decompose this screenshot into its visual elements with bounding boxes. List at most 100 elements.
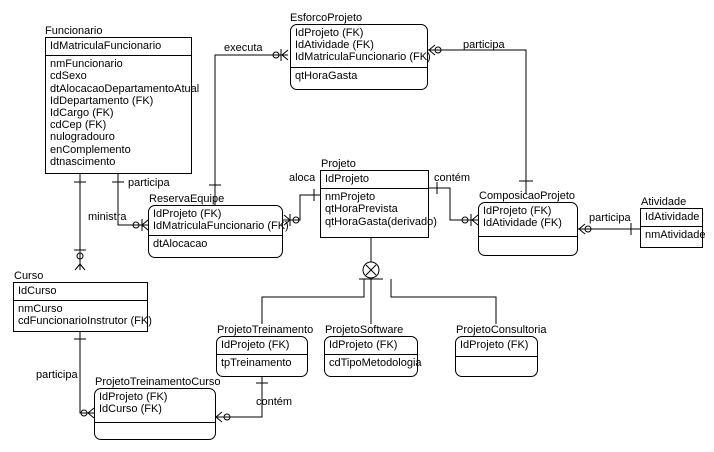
mark bbox=[461, 216, 469, 224]
mark bbox=[578, 228, 586, 235]
attribute: tpTreinamento bbox=[221, 357, 292, 370]
pk-attribute: IdMatriculaFuncionario bbox=[50, 40, 162, 52]
pk-attribute: IdAtividade (FK) bbox=[295, 39, 374, 52]
pk-attribute: IdAtividade (FK) bbox=[483, 217, 562, 230]
pk-attribute: IdProjeto (FK) bbox=[221, 339, 290, 351]
mark bbox=[281, 54, 289, 61]
pk-attribute: IdProjeto (FK) bbox=[153, 208, 222, 220]
relationship-label-ministra: ministra bbox=[88, 211, 127, 223]
entity-title-projeto-software: ProjetoSoftware bbox=[325, 324, 404, 336]
entity-projeto[interactable]: IdProjeto nmProjeto qtHoraPrevista qtHor… bbox=[320, 170, 437, 238]
entity-title-atividade: Atividade bbox=[641, 196, 687, 208]
entity-esforco-projeto[interactable]: IdProjeto (FK) IdAtividade (FK) IdMatric… bbox=[290, 24, 431, 90]
entity-composicao-projeto[interactable]: IdProjeto (FK) IdAtividade (FK) bbox=[478, 202, 578, 256]
attribute: qtHoraPrevista bbox=[325, 203, 398, 216]
mark bbox=[292, 216, 300, 224]
entity-reserva-equipe[interactable]: IdProjeto (FK) IdMatriculaFuncionario (F… bbox=[148, 205, 289, 258]
attribute: IdDepartamento (FK) bbox=[50, 94, 154, 107]
line-executa bbox=[214, 54, 288, 205]
mark bbox=[471, 219, 479, 226]
attribute: cdCep (FK) bbox=[50, 119, 107, 132]
line-aloca bbox=[283, 194, 320, 221]
pk-attribute: IdMatriculaFuncionario (FK) bbox=[295, 51, 431, 64]
mark bbox=[215, 416, 223, 423]
attribute-section: qtHoraGasta bbox=[291, 68, 427, 85]
relationship-label-contem-composicao: contém bbox=[434, 172, 471, 184]
attribute: dtnascimento bbox=[50, 155, 116, 168]
line-participa-reserva bbox=[117, 174, 148, 226]
attribute: nulogradouro bbox=[50, 131, 115, 144]
attribute: cdFuncionarioInstrutor (FK) bbox=[18, 315, 152, 328]
entity-atividade[interactable]: IdAtividade nmAtividade bbox=[640, 208, 706, 248]
mark bbox=[76, 252, 84, 260]
relationship-label-participa-esforco: participa bbox=[463, 39, 505, 51]
entity-projeto-treinamento-curso[interactable]: IdProjeto (FK) IdCurso (FK) bbox=[94, 388, 216, 440]
entity-title-projeto-treinamento: ProjetoTreinamento bbox=[217, 324, 314, 336]
attribute: IdCargo (FK) bbox=[50, 107, 114, 120]
relationship-label-aloca: aloca bbox=[289, 172, 316, 184]
pk-section: IdMatriculaFuncionario bbox=[46, 38, 191, 57]
pk-attribute: IdProjeto (FK) bbox=[329, 339, 398, 351]
attribute-section: cdTipoMetodologia bbox=[325, 355, 422, 372]
pk-attribute: IdProjeto (FK) bbox=[295, 27, 364, 39]
attribute: dtAlocacao bbox=[153, 238, 208, 251]
attribute: qtHoraGasta bbox=[295, 69, 358, 82]
relationship-label-participa-curso: participa bbox=[36, 369, 78, 381]
attribute: qtHoraGasta(derivado) bbox=[325, 215, 437, 228]
entity-projeto-consultoria[interactable]: IdProjeto (FK) bbox=[455, 336, 538, 377]
mark bbox=[215, 411, 223, 418]
pk-attribute: IdCurso bbox=[18, 285, 57, 297]
attribute-section: nmProjeto qtHoraPrevista qtHoraGasta(der… bbox=[321, 189, 437, 231]
entity-projeto-software[interactable]: IdProjeto (FK) cdTipoMetodologia bbox=[324, 336, 422, 377]
attribute: enComplemento bbox=[50, 143, 131, 156]
mark bbox=[80, 409, 88, 417]
entity-funcionario[interactable]: IdMatriculaFuncionario nmFuncionario cdS… bbox=[45, 37, 199, 174]
line-contem-composicao bbox=[429, 187, 478, 221]
mark bbox=[578, 223, 586, 230]
entity-title-projeto-consultoria: ProjetoConsultoria bbox=[456, 324, 547, 336]
relationship-label-executa: executa bbox=[224, 42, 263, 54]
relationship-label-participa-atividade: participa bbox=[589, 212, 631, 224]
mark bbox=[132, 221, 140, 229]
pk-section: IdProjeto (FK) IdAtividade (FK) bbox=[479, 203, 577, 237]
pk-section: IdProjeto (FK) bbox=[456, 337, 537, 357]
mark bbox=[87, 412, 95, 419]
mark bbox=[74, 263, 81, 271]
mark bbox=[272, 51, 280, 59]
attribute-section: tpTreinamento bbox=[217, 355, 307, 372]
pk-section: IdProjeto (FK) IdAtividade (FK) IdMatric… bbox=[291, 25, 431, 68]
line-participa-curso bbox=[79, 332, 94, 414]
entity-title-esforco-projeto: EsforcoProjeto bbox=[290, 12, 363, 24]
pk-section: IdProjeto (FK) bbox=[217, 337, 307, 356]
pk-attribute: IdProjeto bbox=[325, 173, 370, 185]
entity-projeto-treinamento[interactable]: IdProjeto (FK) tpTreinamento bbox=[216, 336, 308, 377]
entity-curso[interactable]: IdCurso nmCurso cdFuncionarioInstrutor (… bbox=[13, 282, 152, 332]
mark bbox=[365, 264, 377, 276]
relationship-label-contem-treinamento: contém bbox=[256, 396, 293, 408]
entity-title-composicao-projeto: ComposicaoProjeto bbox=[479, 190, 575, 202]
mark bbox=[434, 46, 442, 54]
line-participa-esforco bbox=[428, 49, 527, 194]
mark bbox=[87, 407, 95, 414]
pk-section: IdCurso bbox=[14, 283, 147, 302]
mark bbox=[223, 413, 231, 421]
entity-title-funcionario: Funcionario bbox=[45, 25, 103, 37]
line-subtype-consultoria bbox=[390, 279, 497, 324]
attribute: nmCurso bbox=[18, 303, 63, 316]
pk-section: IdProjeto (FK) IdMatriculaFuncionario (F… bbox=[149, 206, 289, 237]
mark bbox=[79, 263, 86, 271]
pk-section: IdProjeto bbox=[321, 171, 428, 190]
mark bbox=[428, 44, 436, 51]
entity-title-projeto-treinamento-curso: ProjetoTreinamentoCurso bbox=[95, 376, 221, 388]
attribute-section: dtAlocacao bbox=[149, 236, 282, 253]
mark bbox=[281, 49, 289, 56]
attribute: cdSexo bbox=[50, 70, 87, 83]
attribute: cdTipoMetodologia bbox=[329, 357, 422, 370]
attribute: nmFuncionario bbox=[50, 58, 123, 71]
mark bbox=[283, 219, 291, 226]
mark bbox=[141, 224, 149, 231]
mark bbox=[428, 49, 436, 56]
entity-title-curso: Curso bbox=[14, 270, 44, 282]
pk-section: IdAtividade bbox=[641, 209, 702, 228]
line-subtype-treinamento bbox=[261, 279, 365, 324]
